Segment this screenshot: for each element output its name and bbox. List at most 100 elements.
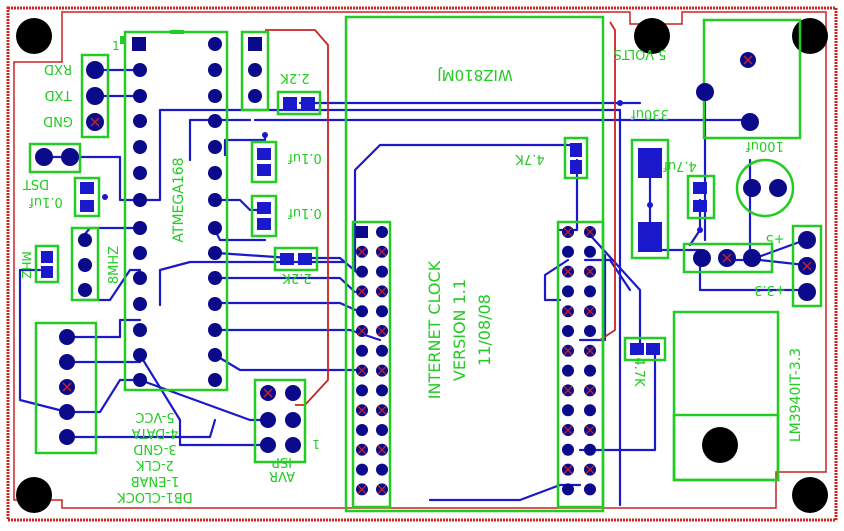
rxd-label: RXD [44, 61, 72, 76]
no-connect-mark [357, 247, 367, 257]
dst-header-outline [28, 142, 82, 174]
no-connect-mark [357, 445, 367, 455]
power-label: 5 VOLTS [614, 46, 667, 61]
cap-100-label: 100uf [746, 138, 784, 153]
header-pin [584, 245, 596, 258]
pin-legend-gnd: 3-GND [133, 441, 176, 456]
no-connect-mark [377, 484, 387, 494]
plus5-label: +5 [765, 231, 784, 246]
gnd-label: GND [43, 113, 73, 128]
serial-header-outline [80, 53, 110, 139]
header-pin [356, 265, 368, 278]
cap-0.1-a-outline [250, 140, 278, 184]
header-pin [356, 226, 368, 238]
ic-pin1-header-outline [240, 30, 270, 112]
header-pin [356, 384, 368, 397]
res-4.7k-top-outline [563, 136, 589, 180]
res-top-label: 2.2K [280, 70, 310, 85]
res-47k-bottom-label: 4.7K [631, 357, 646, 387]
header-pin [562, 245, 574, 258]
res-47k-top-label: 4.7K [515, 151, 545, 166]
header-pin [376, 344, 388, 357]
header-pin [356, 424, 368, 436]
header-pin [562, 404, 574, 417]
title-line-2: VERSION 1.1 [450, 279, 469, 381]
no-connect-mark [357, 366, 367, 376]
regulator-tab-outline [672, 413, 780, 482]
no-connect-mark [377, 286, 387, 296]
res-2.2k-mid-outline [273, 246, 319, 272]
header-pin [562, 325, 574, 337]
no-connect-mark [585, 346, 595, 356]
pin1-isp-label: 1 [312, 437, 320, 451]
header-pin [376, 424, 388, 436]
no-connect-mark [585, 267, 595, 277]
cap-0.1-left-outline [73, 176, 101, 218]
no-connect-mark [585, 425, 595, 435]
no-connect-mark [377, 247, 387, 257]
clock-header-outline [34, 321, 98, 455]
labels: WIZ810MJ INTERNET CLOCK VERSION 1.1 11/0… [19, 39, 804, 504]
header-pin [562, 364, 574, 377]
no-connect-mark [563, 346, 573, 356]
cap-47-label: 4.7uf [663, 158, 697, 173]
txd-label: TXD [45, 87, 73, 102]
no-connect-mark [357, 326, 367, 336]
pin-legend-enab: 1-ENAB [131, 473, 180, 488]
no-connect-mark [585, 385, 595, 395]
no-connect-mark [377, 445, 387, 455]
no-connect-mark [357, 405, 367, 415]
no-connect-mark [585, 306, 595, 316]
header-pin [562, 285, 574, 298]
title-line-1: INTERNET CLOCK [425, 260, 444, 399]
header-pin [376, 463, 388, 476]
no-connect-mark [357, 484, 367, 494]
title-line-3: 11/08/08 [475, 294, 494, 366]
mcu-label: ATMEGA168 [171, 157, 187, 242]
header-pin [376, 265, 388, 278]
header-pin [562, 443, 574, 456]
avr-isp-outline [253, 378, 307, 464]
no-connect-mark [563, 385, 573, 395]
cap-100uf-outline [735, 158, 795, 218]
no-connect-mark [563, 425, 573, 435]
cap-left-label: 0.1uf [29, 194, 63, 209]
power-jack-outline [702, 18, 802, 140]
plus33-label: +3.3 [754, 282, 786, 297]
cap-b-label: 0.1uf [288, 205, 322, 220]
res-2.2k-top-outline [276, 90, 322, 116]
no-connect-mark [563, 465, 573, 475]
left-header-outline [351, 220, 392, 509]
header-pin [584, 325, 596, 337]
no-connect-mark [585, 465, 595, 475]
module-label: WIZ810MJ [437, 66, 513, 84]
no-connect-mark [563, 227, 573, 237]
header-pin [376, 305, 388, 318]
mount-hole-top-right [634, 18, 670, 54]
xtal-cap-left-outline [34, 244, 60, 284]
header-pin [356, 305, 368, 318]
unused-pin-marks [62, 55, 812, 398]
no-connect-mark [377, 366, 387, 376]
no-connect-mark [563, 267, 573, 277]
cap-330uf-outline [630, 138, 670, 260]
cap-330-label: 330uf [631, 106, 669, 121]
regulator-label: LM3940IT-3.3 [788, 348, 804, 442]
res-mid-label: 2.2K [282, 270, 312, 285]
cap-0.1-b-outline [250, 194, 278, 238]
pin-legend-clk: 2-CLK [136, 457, 174, 472]
mount-hole-bottom-left [16, 477, 52, 513]
power-out-header-outline [791, 224, 823, 308]
header-pin [356, 344, 368, 357]
cap-a-label: 0.1uf [288, 150, 322, 165]
right-header-pads [562, 226, 596, 496]
no-connect-mark [585, 227, 595, 237]
mount-hole-top-left [16, 18, 52, 54]
avr-label: AVR [269, 468, 295, 483]
isp-label: ISP [272, 454, 292, 469]
regulator-pins-outline [682, 242, 774, 274]
header-pin [562, 483, 574, 496]
pin1-mcu-label: 1 [112, 39, 120, 53]
mhz-label: MHZ [19, 251, 33, 279]
